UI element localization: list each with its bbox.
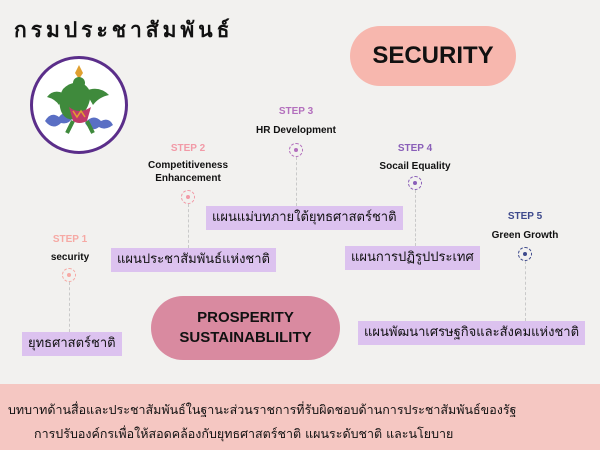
- step-3-label: STEP 3: [278, 106, 314, 117]
- step-5-label: STEP 5: [507, 211, 543, 222]
- prosperity-line1: PROSPERITY: [197, 309, 294, 326]
- step-4-title: Socail Equality: [379, 161, 451, 172]
- step-3-marker: [289, 143, 303, 157]
- step-4-marker: [408, 176, 422, 190]
- step-1-title: security: [50, 252, 90, 263]
- prosperity-goal-pill: PROSPERITY SUSTAINABLILITY: [151, 296, 340, 360]
- step-4-label: STEP 4: [397, 143, 433, 154]
- footer-line1: บทบาทด้านสื่อและประชาสัมพันธ์ในฐานะส่วนร…: [8, 402, 517, 417]
- step-5-title: Green Growth: [491, 230, 559, 241]
- step-3-title: HR Development: [255, 125, 336, 136]
- garuda-seal-icon: [30, 56, 128, 154]
- prosperity-line2: SUSTAINABLILITY: [179, 329, 312, 346]
- step-4-connector: [415, 190, 416, 246]
- step-2-marker: [181, 190, 195, 204]
- security-goal-pill: SECURITY: [350, 26, 516, 86]
- footer-banner: บทบาทด้านสื่อและประชาสัมพันธ์ในฐานะส่วนร…: [0, 384, 600, 450]
- step-4-plan: แผนการปฏิรูปประเทศ: [345, 246, 480, 270]
- step-3-connector: [296, 157, 297, 206]
- step-2-label: STEP 2: [170, 143, 206, 154]
- step-5-marker: [518, 247, 532, 261]
- step-5-connector: [525, 261, 526, 321]
- step-1-label: STEP 1: [52, 234, 88, 245]
- step-2-connector: [188, 204, 189, 248]
- step-5-plan: แผนพัฒนาเศรษฐกิจและสังคมแห่งชาติ: [358, 321, 586, 345]
- step-2-title-line2: Enhancement: [155, 173, 221, 184]
- step-1-marker: [62, 268, 76, 282]
- step-3-plan: แผนแม่บทภายใต้ยุทธศาสตร์ชาติ: [206, 206, 403, 230]
- step-2-plan: แผนประชาสัมพันธ์แห่งชาติ: [111, 248, 276, 272]
- org-title: กรมประชาสัมพันธ์: [14, 18, 234, 42]
- step-1-connector: [69, 282, 70, 332]
- step-1-plan: ยุทธศาสตร์ชาติ: [22, 332, 122, 356]
- step-2-title-line1: Competitiveness: [147, 160, 229, 171]
- footer-line2: การปรับองค์กรเพื่อให้สอดคล้องกับยุทธศาสต…: [34, 426, 454, 441]
